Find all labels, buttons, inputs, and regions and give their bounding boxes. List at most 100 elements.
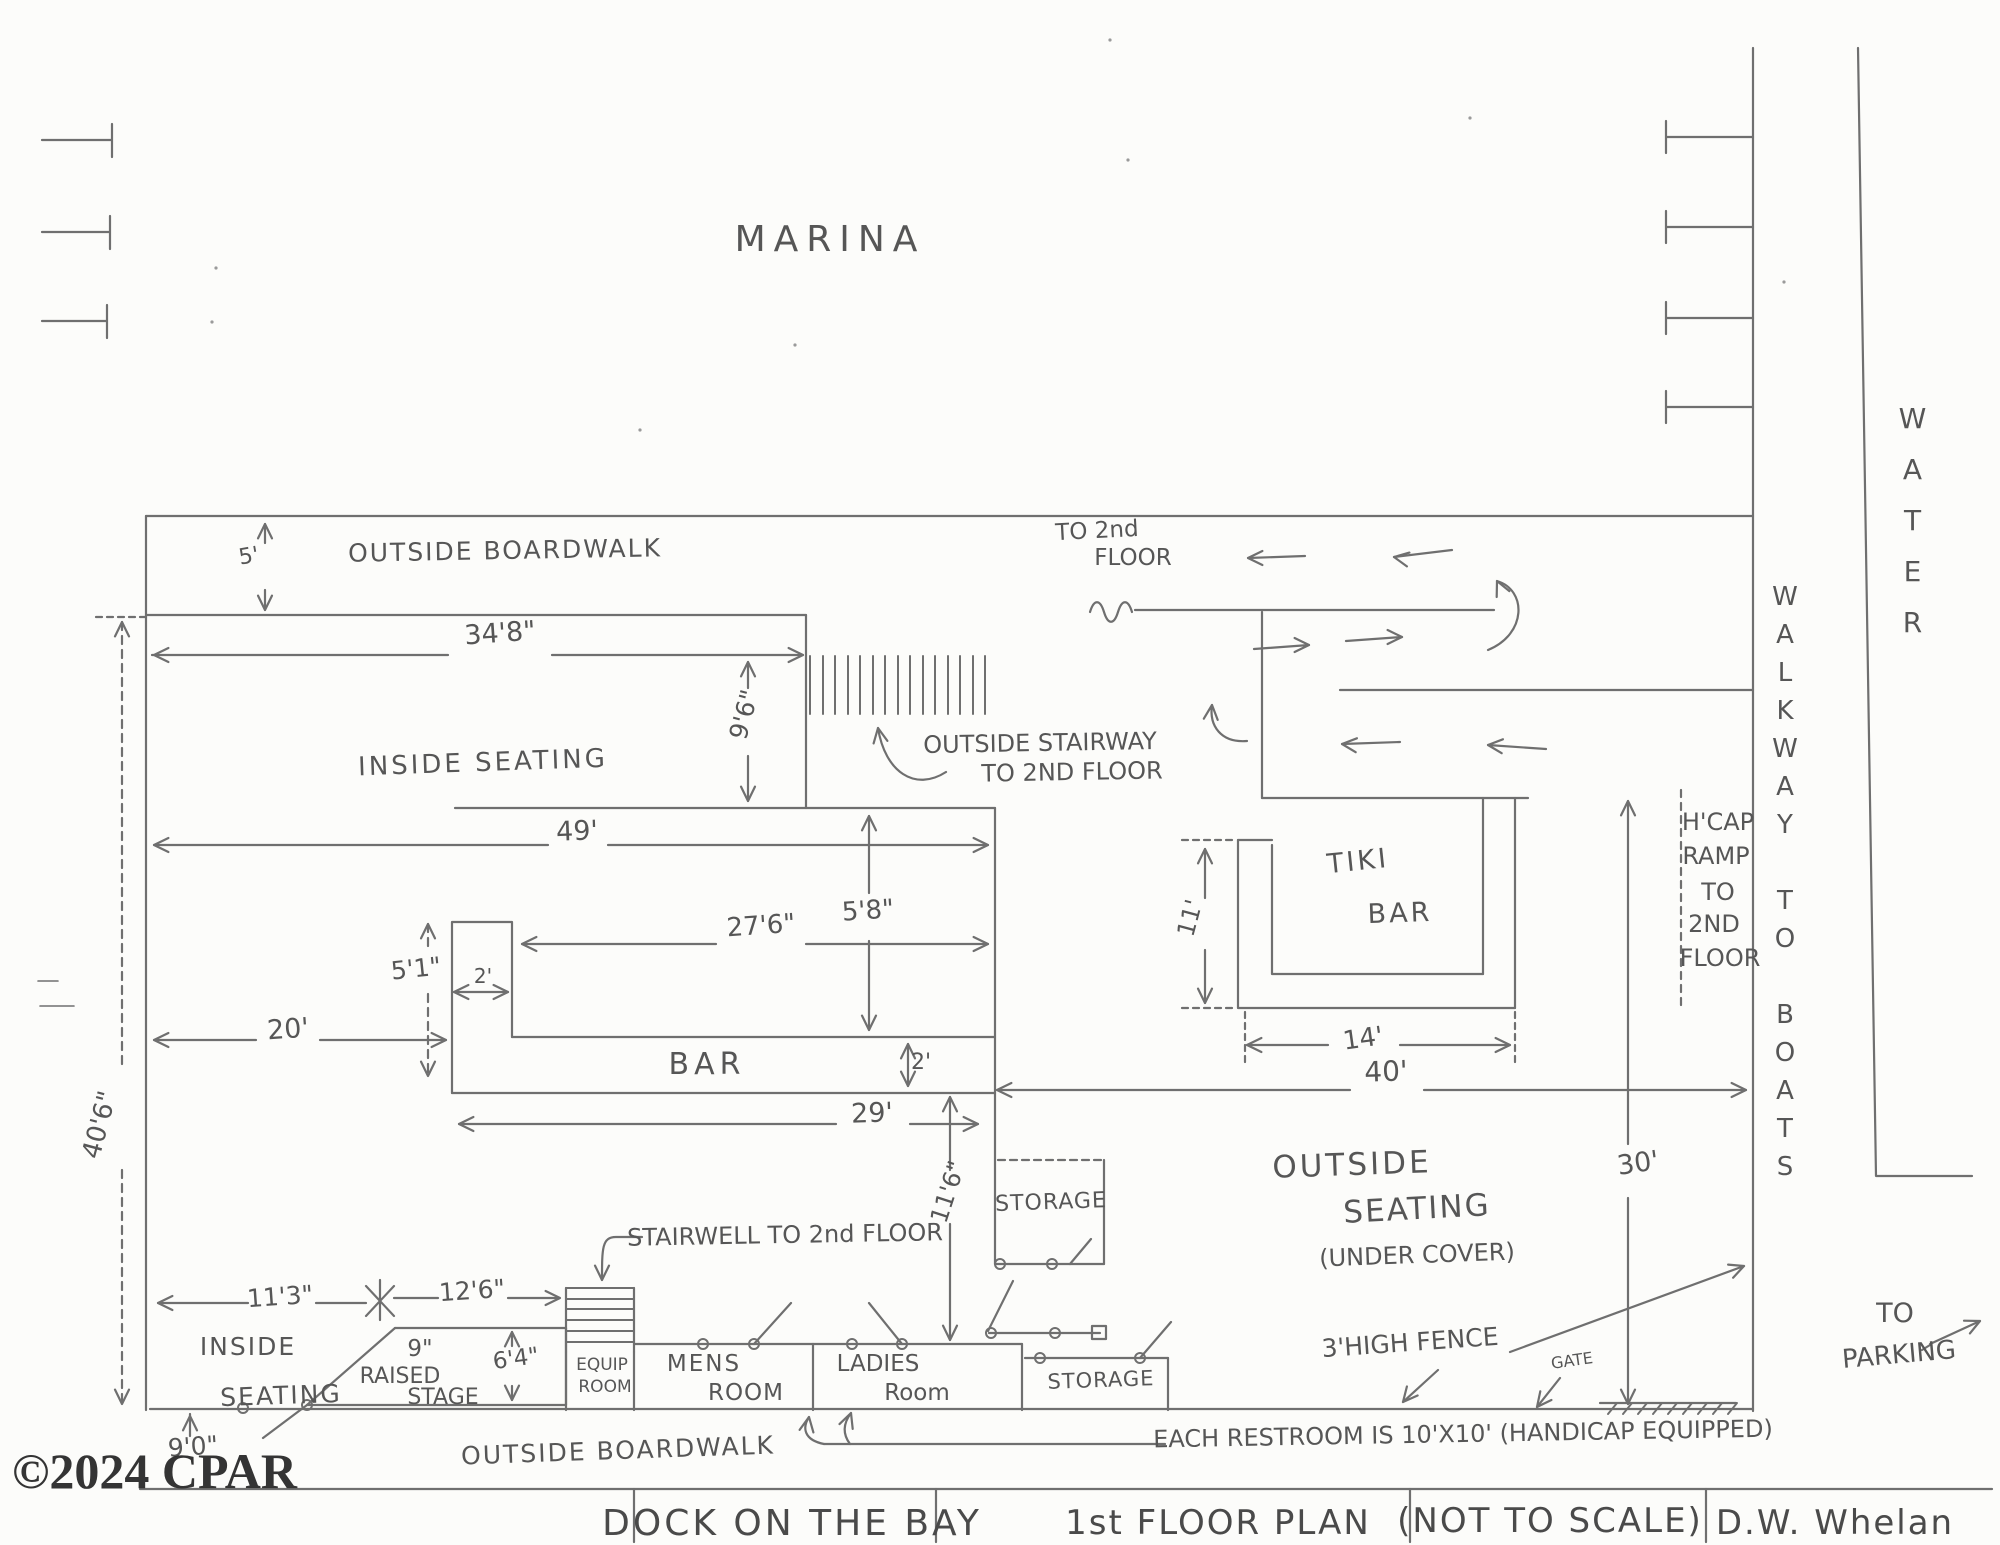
plan-line — [1664, 389, 1755, 425]
stage-label-2: RAISED — [359, 1364, 441, 1389]
arrowhead — [972, 836, 990, 854]
paper-speck — [214, 266, 218, 270]
hcap-ramp-label-1: H'CAP — [1681, 808, 1755, 836]
arrowhead — [1486, 738, 1504, 755]
arrowhead — [798, 1415, 815, 1434]
title-cell-author: D.W. Whelan — [1715, 1503, 1955, 1543]
plan-line — [1340, 740, 1402, 746]
dim-boardwalk-width: 5' — [236, 542, 261, 571]
door-hinge-circle — [697, 1338, 709, 1350]
ladies-room-label-2: Room — [884, 1380, 950, 1406]
plan-line — [1068, 1237, 1093, 1266]
arrowhead — [452, 983, 470, 1001]
plan-line — [804, 1415, 826, 1446]
arrowhead — [113, 1388, 131, 1406]
outside-seating-label-3: (UNDER COVER) — [1318, 1237, 1516, 1273]
stage-label-3: STAGE — [407, 1385, 479, 1410]
plan-line — [1344, 635, 1404, 643]
gate-hatch — [1637, 1402, 1648, 1415]
arrowhead — [256, 522, 274, 540]
outside-seating-label-1: OUTSIDE — [1271, 1144, 1433, 1186]
plan-line — [1535, 1376, 1562, 1409]
plan-line — [986, 1279, 1015, 1333]
tiki-bar-label-2: BAR — [1367, 896, 1433, 931]
plan-line — [1392, 548, 1454, 559]
outside-boardwalk-top-label: OUTSIDE BOARDWALK — [347, 533, 663, 568]
arrowhead — [995, 1081, 1013, 1099]
arrowhead — [860, 1014, 878, 1032]
water-edge — [1856, 46, 1974, 1178]
dim-outside-depth: 30' — [1615, 1145, 1661, 1182]
arrowhead — [156, 1294, 174, 1312]
arrowhead — [1196, 987, 1214, 1005]
arrowhead — [1619, 1388, 1637, 1406]
title-cell-sheet: 1st FLOOR PLAN — [1065, 1503, 1371, 1543]
plan-line — [867, 1301, 904, 1346]
plan-line — [1920, 1343, 1932, 1352]
gate-hatch — [1652, 1402, 1663, 1415]
plan-line — [1401, 1368, 1440, 1404]
arrowhead — [593, 1264, 611, 1282]
arrowhead — [1386, 628, 1404, 646]
arrowhead — [492, 983, 510, 1001]
door-hinge-circle — [1134, 1352, 1146, 1364]
arrowhead — [419, 1060, 437, 1078]
door-hinge-circle — [237, 1402, 249, 1414]
plan-line — [600, 1235, 644, 1282]
plan-line — [1090, 1324, 1108, 1341]
dim-bar-arm-width: 2' — [473, 964, 493, 988]
arrowhead — [1293, 636, 1311, 654]
gate-hatch — [1712, 1402, 1723, 1415]
plan-line — [1138, 1320, 1173, 1360]
plan-line — [1486, 579, 1520, 652]
paper-speck — [1108, 38, 1112, 42]
gate-hatch — [1667, 1402, 1678, 1415]
door-hinge-circle — [748, 1338, 760, 1350]
arrowhead — [1619, 799, 1637, 817]
door-hinge-circle — [301, 1399, 313, 1411]
bar-arm — [450, 920, 514, 1095]
arrowhead — [152, 1031, 170, 1049]
copyright-watermark: ©2024 CPAR — [12, 1443, 298, 1499]
hcap-ramp-label-2: RAMP — [1682, 842, 1750, 870]
arrowhead — [1392, 551, 1411, 568]
paper-speck — [1782, 280, 1786, 284]
marina-label: MARINA — [734, 219, 926, 260]
arrowhead — [520, 935, 538, 953]
gate-hatch — [1607, 1402, 1618, 1415]
arrowhead — [1494, 1036, 1512, 1054]
plan-line — [1210, 703, 1249, 743]
door-hinge-circle — [994, 1258, 1006, 1270]
dim-bar-counter-depth: 2' — [910, 1050, 932, 1075]
arrowhead — [972, 935, 990, 953]
plan-line — [1508, 1264, 1746, 1354]
gate-hatch — [1697, 1402, 1708, 1415]
outside-stairway-label-1: OUTSIDE STAIRWAY — [922, 726, 1158, 760]
hcap-ramp-label-4: 2ND — [1688, 910, 1740, 938]
walkway-to-boats-label: WALKWAY TO BOATS — [1770, 582, 1800, 1190]
dim-tiki-width: 14' — [1340, 1021, 1386, 1057]
ladies-room-label-1: LADIES — [836, 1351, 920, 1377]
arrowhead — [941, 1095, 959, 1113]
hcap-ramp-label-3: TO — [1701, 878, 1735, 906]
arrowhead — [1730, 1081, 1748, 1099]
plan-line — [1664, 119, 1755, 155]
gate-hatch — [1682, 1402, 1693, 1415]
stage-label-1: 9" — [407, 1336, 433, 1362]
door-hinge-circle — [1049, 1327, 1061, 1339]
dim-node-star — [364, 1278, 396, 1322]
arrowhead — [1401, 1385, 1419, 1404]
outside-seating-label-2: SEATING — [1342, 1187, 1492, 1231]
dim-stage-left-offset: 11'3" — [246, 1279, 314, 1314]
arrowhead — [181, 1414, 199, 1432]
to-2nd-floor-label-2: FLOOR — [1094, 545, 1172, 571]
dim-bar-room-width: 49' — [555, 815, 599, 848]
stairwell-note-label: STAIRWELL TO 2nd FLOOR — [626, 1218, 944, 1252]
arrowhead — [544, 1289, 562, 1307]
dim-stage-width: 12'6" — [438, 1273, 506, 1308]
arrowhead — [1196, 847, 1214, 865]
plan-line — [1246, 554, 1307, 560]
paper-speck — [210, 320, 214, 324]
arrowhead — [739, 660, 757, 678]
